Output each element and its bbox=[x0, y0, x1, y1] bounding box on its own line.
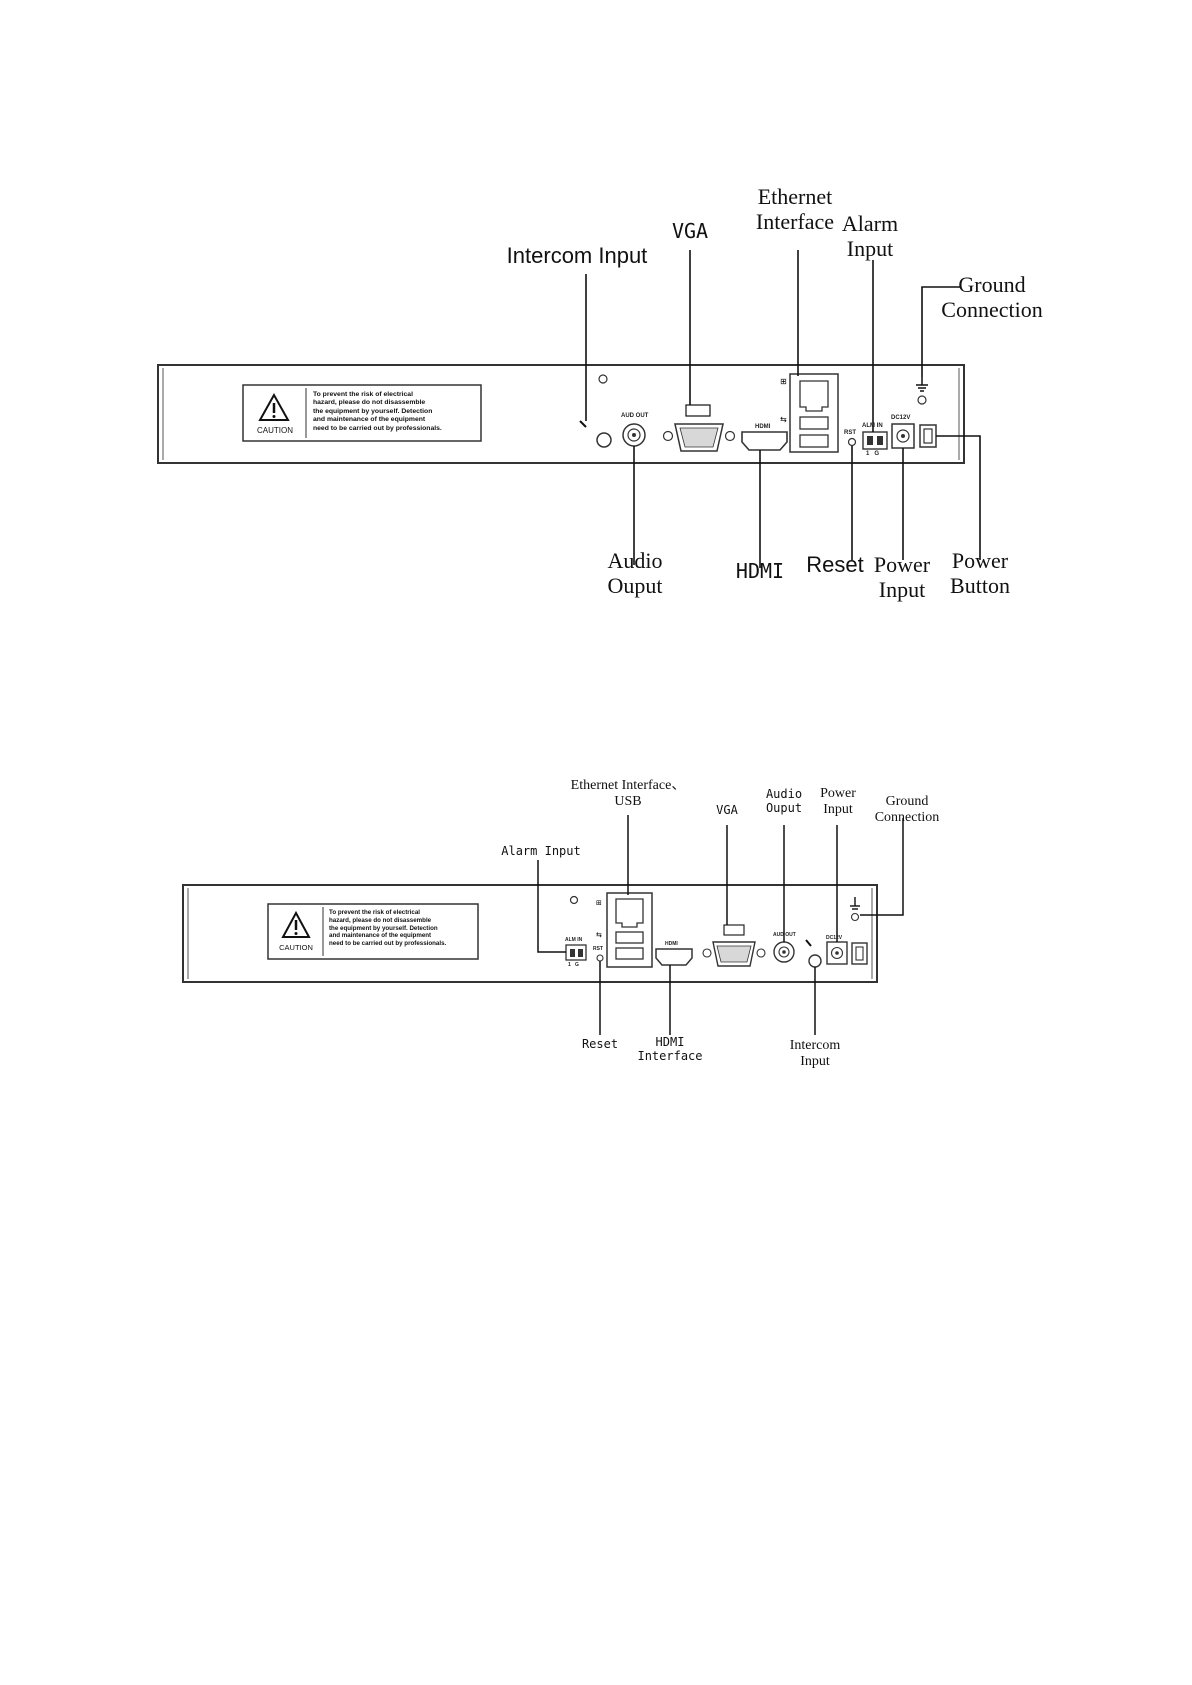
intercom-jack bbox=[808, 954, 822, 968]
usb-port bbox=[615, 947, 644, 960]
callout-ethernet-interface: Ethernet Interface bbox=[755, 184, 835, 235]
callout-hdmi: HDMI bbox=[735, 559, 785, 583]
callout-vga: VGA bbox=[671, 219, 709, 243]
vga-screw bbox=[702, 948, 712, 958]
vga-screw bbox=[756, 948, 766, 958]
panel-label-aud-out: AUD OUT bbox=[621, 413, 649, 419]
rear-panel-drawing-top: ⊞ ⇆ bbox=[157, 250, 981, 568]
callout-ground-connection: Ground Connection bbox=[941, 272, 1043, 323]
callout-audio-output: Audio Ouput bbox=[765, 787, 803, 815]
network-icon: ⊞ bbox=[596, 899, 602, 907]
callout-ethernet-usb: Ethernet Interface、 USB bbox=[570, 778, 686, 810]
hdmi-port bbox=[655, 948, 693, 966]
vga-port bbox=[712, 941, 756, 967]
panel-label-alm-pins: 1 G bbox=[568, 962, 579, 968]
vga-port bbox=[674, 423, 724, 452]
usb-port bbox=[799, 434, 829, 448]
callout-ground-connection: Ground Connection bbox=[874, 794, 940, 826]
callout-audio-output: Audio Ouput bbox=[607, 548, 663, 599]
hdmi-port bbox=[741, 431, 788, 451]
mic-symbol-icon bbox=[805, 939, 812, 947]
panel-label-hdmi: HDMI bbox=[755, 424, 771, 430]
rear-panel-diagram-bottom: ⊞ ⇆ bbox=[0, 760, 1192, 1090]
vga-monitor-icon bbox=[723, 924, 745, 936]
callout-reset: Reset bbox=[806, 552, 864, 577]
warning-triangle-icon bbox=[281, 910, 311, 938]
caution-label-box bbox=[267, 903, 479, 960]
power-switch bbox=[919, 424, 937, 448]
callout-hdmi-interface: HDMI Interface bbox=[637, 1035, 703, 1063]
chassis-outline bbox=[157, 364, 965, 464]
reset-button bbox=[847, 437, 857, 447]
panel-label-aud-out: AUD OUT bbox=[773, 932, 796, 938]
leader-lines bbox=[585, 250, 981, 568]
ethernet-usb-block bbox=[789, 373, 839, 453]
caution-word: CAUTION bbox=[257, 426, 293, 435]
callout-vga: VGA bbox=[716, 803, 738, 817]
callout-power-button: Power Button bbox=[950, 548, 1010, 599]
panel-label-rst: RST bbox=[593, 946, 603, 952]
vga-monitor-icon bbox=[685, 404, 711, 417]
usb-port bbox=[615, 931, 644, 944]
panel-label-alm-in: ALM IN bbox=[565, 937, 583, 943]
caution-word: CAUTION bbox=[279, 943, 313, 952]
callout-alarm-input: Alarm Input bbox=[501, 844, 581, 858]
callout-alarm-input: Alarm Input bbox=[841, 211, 899, 262]
callout-intercom-input: Intercom Input bbox=[789, 1038, 841, 1070]
alarm-terminal bbox=[862, 431, 888, 450]
rear-panel-diagram-top: ⊞ ⇆ To pre bbox=[0, 0, 1192, 640]
panel-label-dc12v: DC12V bbox=[891, 415, 911, 421]
callout-intercom-input: Intercom Input bbox=[506, 243, 648, 268]
intercom-jack bbox=[596, 432, 612, 448]
callout-power-input: Power Input bbox=[873, 552, 931, 603]
mounting-hole bbox=[598, 374, 608, 384]
ethernet-port bbox=[615, 898, 644, 928]
vga-screw bbox=[662, 430, 674, 442]
reset-button bbox=[596, 954, 604, 962]
mic-symbol-icon bbox=[579, 420, 587, 428]
panel-label-alm-in: ALM IN bbox=[862, 423, 883, 429]
warning-triangle-icon bbox=[258, 392, 290, 421]
usb-icon: ⇆ bbox=[596, 931, 602, 939]
panel-label-rst: RST bbox=[844, 430, 856, 436]
callout-reset: Reset bbox=[581, 1037, 619, 1051]
ground-terminal bbox=[917, 395, 927, 405]
leader-lines bbox=[537, 815, 904, 1035]
panel-label-hdmi: HDMI bbox=[665, 941, 678, 947]
power-switch bbox=[851, 942, 868, 965]
caution-label-box bbox=[242, 384, 482, 442]
ethernet-port bbox=[799, 380, 829, 412]
chassis-outline bbox=[182, 884, 878, 983]
callout-power-input: Power Input bbox=[820, 786, 856, 818]
panel-label-alm-pins: 1 G bbox=[866, 451, 880, 457]
rear-panel-drawing-bottom: ⊞ ⇆ bbox=[182, 815, 904, 1035]
caution-text: To prevent the risk of electrical hazard… bbox=[313, 391, 442, 432]
caution-text: To prevent the risk of electrical hazard… bbox=[329, 909, 447, 947]
ethernet-usb-block bbox=[606, 892, 653, 968]
vga-screw bbox=[724, 430, 736, 442]
ground-terminal bbox=[850, 912, 860, 922]
usb-port bbox=[799, 416, 829, 430]
network-icon: ⊞ bbox=[780, 377, 787, 386]
mounting-hole bbox=[569, 895, 579, 905]
panel-label-dc12v: DC12V bbox=[826, 935, 843, 941]
usb-icon: ⇆ bbox=[780, 415, 787, 424]
